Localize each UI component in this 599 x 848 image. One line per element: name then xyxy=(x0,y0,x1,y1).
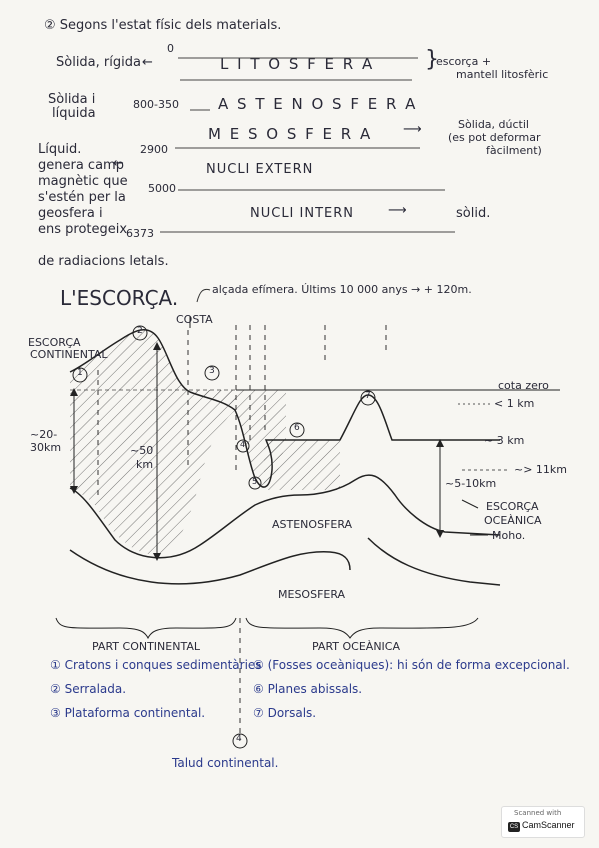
depth-2900: 2900 xyxy=(140,143,168,156)
legend-num-4: 4 xyxy=(236,734,242,744)
camscanner-text: CamScanner xyxy=(522,820,575,830)
hatch-oceanic-plain xyxy=(264,440,340,490)
note-solida-rigida: Sòlida, rígida xyxy=(56,55,141,70)
camscanner-icon: CS xyxy=(508,822,520,832)
label-moho: Moho. xyxy=(492,529,526,542)
circle-6 xyxy=(289,422,305,438)
note-liquid: Líquid. xyxy=(38,142,82,157)
label-escorca-continental-2: CONTINENTAL xyxy=(30,348,108,361)
escorca-note: alçada efímera. Últims 10 000 anys → + 1… xyxy=(212,283,472,296)
note-escorca-1: escorça + xyxy=(436,55,492,68)
brace-right: } xyxy=(425,47,439,72)
label-lt-1km: < 1 km xyxy=(494,397,535,410)
note-solid: sòlid. xyxy=(456,206,491,221)
note-mesosfera-1: Sòlida, dúctil xyxy=(458,118,529,131)
layer-nucli-extern: NUCLI EXTERN xyxy=(206,162,314,177)
circle-2 xyxy=(132,325,148,341)
depth-5000: 5000 xyxy=(148,182,176,195)
legend-item-1: ① Cratons i conques sedimentàries xyxy=(50,658,262,672)
field-note-4: geosfera i xyxy=(38,206,103,221)
field-note-5: ens protegeix xyxy=(38,222,128,237)
num-7: 7 xyxy=(365,391,371,401)
depth-0: 0 xyxy=(167,42,174,55)
depth-6373: 6373 xyxy=(126,227,154,240)
legend-item-5: ⑤ (Fosses oceàniques): hi són de forma e… xyxy=(253,658,570,672)
brace-oceanic xyxy=(245,617,479,639)
dim-arrow-head-up-1 xyxy=(70,388,78,396)
hatch-continental-top xyxy=(70,329,286,488)
field-note-3: s'estén per la xyxy=(38,190,126,205)
label-costa: COSTA xyxy=(176,313,213,326)
layer-astenosfera: A S T E N O S F E R A xyxy=(218,95,418,113)
brace-continental xyxy=(55,617,237,640)
num-4: 4 xyxy=(240,440,246,449)
layer-mesosfera: M E S O S F E R A xyxy=(208,125,373,143)
note-solida-liquida-1: Sòlida i xyxy=(48,92,96,107)
field-note-6: de radiacions letals. xyxy=(38,254,169,269)
note-arrow xyxy=(196,288,211,303)
heading: ② Segons l'estat físic dels materials. xyxy=(44,18,282,33)
circle-7 xyxy=(360,390,376,406)
asthenosphere-boundary-left xyxy=(69,549,351,585)
asthenosphere-boundary-right xyxy=(367,537,501,586)
legend-item-6: ⑥ Planes abissals. xyxy=(253,682,363,696)
label-astenosfera: ASTENOSFERA xyxy=(272,518,353,531)
circle-5 xyxy=(248,476,262,490)
field-note-2: magnètic que xyxy=(38,174,128,189)
arrow-left-2: ← xyxy=(113,156,124,171)
dim-arrow-head-down-2 xyxy=(153,553,161,561)
label-depth-20: ~20- xyxy=(30,428,58,441)
circle-talud xyxy=(232,733,248,749)
legend-item-3: ③ Plataforma continental. xyxy=(50,706,206,720)
label-3km: ~ 3 km xyxy=(484,434,525,447)
legend-part-continental: PART CONTINENTAL xyxy=(92,640,200,653)
dim-arrow-head-up-3 xyxy=(436,439,444,447)
dim-arrow-head-down-3 xyxy=(436,530,444,538)
field-note-1: genera camp xyxy=(38,158,124,173)
label-escorca-continental-1: ESCORÇA xyxy=(28,336,81,349)
label-depth-30km: 30km xyxy=(30,441,62,454)
note-mesosfera-2: (es pot deformar xyxy=(448,131,541,144)
label-mesosfera: MESOSFERA xyxy=(278,588,346,601)
label-cota-zero: cota zero xyxy=(498,379,549,392)
dim-arrow-head-down-1 xyxy=(70,486,78,494)
num-5: 5 xyxy=(252,477,258,486)
num-2: 2 xyxy=(137,326,143,336)
circle-1 xyxy=(72,367,88,383)
dim-arrow-head-up-2 xyxy=(153,342,161,350)
note-solida-liquida-2: líquida xyxy=(52,106,96,121)
num-1: 1 xyxy=(77,368,83,378)
num-6: 6 xyxy=(294,423,300,433)
legend-talud: Talud continental. xyxy=(172,756,279,770)
scanned-with-text: Scanned with xyxy=(514,809,562,817)
label-11km: ~> 11km xyxy=(514,463,568,476)
label-depth-50-km: km xyxy=(136,458,154,471)
legend-part-oceanica: PART OCEÀNICA xyxy=(312,640,401,653)
note-mesosfera-3: fàcilment) xyxy=(486,144,542,157)
label-depth-50: ~50 xyxy=(130,444,154,457)
arrow-left-1: ← xyxy=(142,55,153,70)
arrow-right-1: ⟶ xyxy=(403,122,422,137)
moho-line xyxy=(69,474,501,559)
label-escorca-oceanica-2: OCEÀNICA xyxy=(484,514,542,527)
hatch-continental-root xyxy=(70,390,236,556)
legend-item-2: ② Serralada. xyxy=(50,682,127,696)
label-escorca-oceanica-1: ESCORÇA xyxy=(486,500,539,513)
circle-3 xyxy=(204,365,220,381)
escorca-title: L'ESCORÇA. xyxy=(60,286,179,310)
depth-800-350: 800-350 xyxy=(133,98,179,111)
note-escorca-2: mantell litosfèric xyxy=(456,68,549,81)
topography-line xyxy=(69,329,500,488)
circle-4 xyxy=(236,439,250,453)
layer-nucli-intern: NUCLI INTERN xyxy=(250,206,354,221)
arrow-right-2: ⟶ xyxy=(388,203,407,218)
label-5-10km: ~5-10km xyxy=(445,477,497,490)
oceanic-pointer xyxy=(461,499,479,509)
num-3: 3 xyxy=(209,366,215,376)
layer-litosfera: L I T O S F E R A xyxy=(220,55,375,73)
legend-item-7: ⑦ Dorsals. xyxy=(253,706,317,720)
